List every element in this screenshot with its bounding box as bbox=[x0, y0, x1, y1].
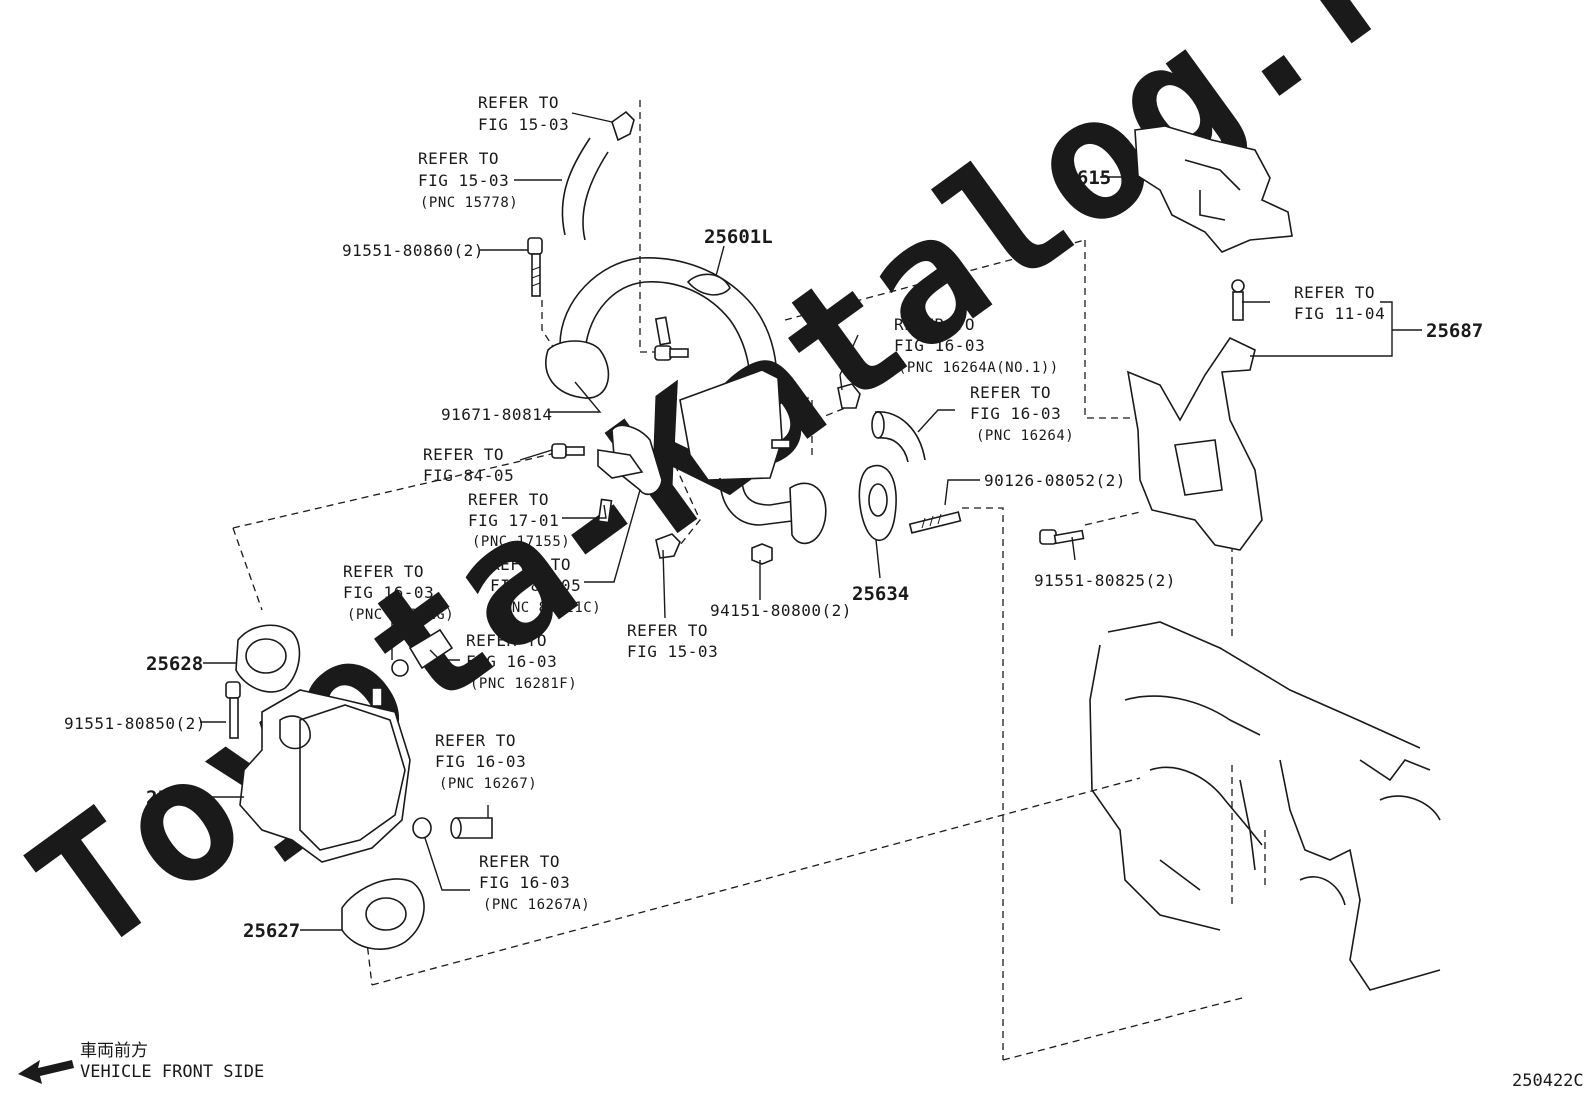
nut-94151-80800 bbox=[751, 543, 773, 565]
ref-fig-15-03-clip: REFER TO FIG 15-03 bbox=[478, 93, 569, 134]
svg-text:REFER TO: REFER TO bbox=[894, 315, 975, 334]
svg-text:FIG 16-03: FIG 16-03 bbox=[435, 752, 526, 771]
svg-text:(PNC 16267A): (PNC 16267A) bbox=[483, 897, 590, 913]
egr-sensor bbox=[597, 424, 663, 524]
bracket-25687 bbox=[1126, 336, 1263, 551]
ref-fig-16-03-16281G: REFER TO FIG 16-03 (PNC 16281G) bbox=[343, 562, 454, 623]
hose-clip-top bbox=[611, 110, 635, 142]
part-label-94151-80800: 94151-80800(2) bbox=[710, 601, 852, 620]
ref-fig-15-03-hose: REFER TO FIG 15-03 (PNC 15778) bbox=[418, 149, 518, 211]
direction-label-en: VEHICLE FRONT SIDE bbox=[80, 1062, 264, 1082]
svg-text:(PNC 16264): (PNC 16264) bbox=[976, 428, 1074, 444]
svg-text:FIG 15-03: FIG 15-03 bbox=[418, 171, 509, 190]
gasket-25628 bbox=[235, 624, 301, 693]
part-label-25628: 25628 bbox=[146, 653, 203, 675]
part-label-12615: 12615 bbox=[1054, 167, 1111, 189]
svg-text:FIG 16-03: FIG 16-03 bbox=[479, 873, 570, 892]
svg-text:REFER TO: REFER TO bbox=[970, 383, 1051, 402]
part-label-91671-80814: 91671-80814 bbox=[441, 405, 552, 424]
bolt-fig-84-05 bbox=[551, 443, 585, 459]
part-label-25627: 25627 bbox=[243, 920, 300, 942]
svg-text:REFER TO: REFER TO bbox=[479, 852, 560, 871]
ref-fig-11-04: REFER TO FIG 11-04 bbox=[1294, 283, 1385, 323]
egr-pipe-25601L bbox=[545, 257, 827, 545]
part-label-91551-80825: 91551-80825(2) bbox=[1034, 571, 1176, 590]
bolt-91551-80850 bbox=[225, 681, 241, 739]
hose-clip-16281G bbox=[391, 659, 409, 677]
svg-text:(PNC 89421C): (PNC 89421C) bbox=[494, 600, 601, 616]
part-label-25601L: 25601L bbox=[704, 226, 773, 248]
watermark: Toyota-Katalog.ru bbox=[0, 0, 1522, 993]
svg-text:(PNC 16281F): (PNC 16281F) bbox=[470, 676, 577, 692]
part-label-25687: 25687 bbox=[1426, 320, 1483, 342]
ref-fig-84-05-bolt: REFER TO FIG 84-05 bbox=[423, 445, 514, 485]
arrow-left-icon bbox=[18, 1060, 74, 1084]
svg-text:FIG 16-03: FIG 16-03 bbox=[343, 583, 434, 602]
svg-text:REFER TO: REFER TO bbox=[466, 631, 547, 650]
hose-16267 bbox=[450, 817, 493, 839]
ref-fig-16-03-16264: REFER TO FIG 16-03 (PNC 16264) bbox=[970, 383, 1074, 444]
ref-fig-16-03-16267: REFER TO FIG 16-03 (PNC 16267) bbox=[435, 731, 537, 792]
hose-clip-16267A bbox=[412, 817, 432, 839]
part-label-91551-80860: 91551-80860(2) bbox=[342, 241, 484, 260]
bolt-fig-11-04 bbox=[1231, 279, 1245, 321]
direction-label-jp: 車両前方 bbox=[80, 1041, 148, 1061]
svg-text:FIG 17-01: FIG 17-01 bbox=[468, 511, 559, 530]
gasket-25634 bbox=[858, 464, 897, 542]
part-label-91551-80850: 91551-80850(2) bbox=[64, 714, 206, 733]
ref-fig-17-01: REFER TO FIG 17-01 (PNC 17155) bbox=[468, 490, 570, 550]
ref-fig-16-03-16264A: REFER TO FIG 16-03 (PNC 16264A(NO.1)) bbox=[894, 315, 1059, 376]
svg-text:(PNC 16281G): (PNC 16281G) bbox=[347, 607, 454, 623]
svg-text:(PNC 15778): (PNC 15778) bbox=[420, 195, 518, 211]
ref-fig-16-03-16281F: REFER TO FIG 16-03 (PNC 16281F) bbox=[466, 631, 577, 692]
svg-text:REFER TO: REFER TO bbox=[490, 555, 571, 574]
svg-text:REFER TO: REFER TO bbox=[627, 621, 708, 640]
svg-text:FIG 15-03: FIG 15-03 bbox=[627, 642, 718, 661]
svg-text:(PNC 17155): (PNC 17155) bbox=[472, 534, 570, 550]
svg-text:REFER TO: REFER TO bbox=[435, 731, 516, 750]
water-hose-15778 bbox=[561, 137, 609, 241]
bracket-12615 bbox=[1134, 125, 1293, 253]
part-label-25800: 25800 bbox=[146, 787, 203, 809]
hose-clip-16264A bbox=[837, 383, 861, 409]
part-label-90126-08052: 90126-08052(2) bbox=[984, 471, 1126, 490]
svg-text:(PNC 16267): (PNC 16267) bbox=[439, 776, 537, 792]
stud-90126-08052 bbox=[908, 511, 962, 534]
svg-text:REFER TO: REFER TO bbox=[1294, 283, 1375, 302]
svg-text:FIG 15-03: FIG 15-03 bbox=[478, 115, 569, 134]
svg-text:FIG 11-04: FIG 11-04 bbox=[1294, 304, 1385, 323]
vehicle-front-indicator: 車両前方 VEHICLE FRONT SIDE bbox=[18, 1041, 264, 1084]
part-label-25634: 25634 bbox=[852, 583, 909, 605]
engine-block bbox=[1089, 621, 1441, 991]
svg-text:FIG 84-05: FIG 84-05 bbox=[490, 576, 581, 595]
hose-16264 bbox=[871, 411, 926, 463]
hose-clip-lower bbox=[655, 533, 681, 559]
bolt-91551-80860 bbox=[527, 237, 543, 297]
hose-16281F bbox=[408, 628, 454, 670]
ref-fig-16-03-16267A: REFER TO FIG 16-03 (PNC 16267A) bbox=[479, 852, 590, 913]
svg-text:FIG 16-03: FIG 16-03 bbox=[466, 652, 557, 671]
svg-text:REFER TO: REFER TO bbox=[468, 490, 549, 509]
ref-fig-15-03-lower: REFER TO FIG 15-03 bbox=[627, 621, 718, 661]
leader-lines bbox=[200, 112, 1422, 931]
svg-text:(PNC 16264A(NO.1)): (PNC 16264A(NO.1)) bbox=[898, 360, 1059, 376]
egr-valve-25800 bbox=[239, 687, 411, 863]
svg-text:FIG 16-03: FIG 16-03 bbox=[970, 404, 1061, 423]
svg-text:REFER TO: REFER TO bbox=[343, 562, 424, 581]
figure-code: 250422C bbox=[1512, 1071, 1584, 1091]
svg-text:FIG 16-03: FIG 16-03 bbox=[894, 336, 985, 355]
svg-text:REFER TO: REFER TO bbox=[478, 93, 559, 112]
ref-fig-84-05-sensor: REFER TO FIG 84-05 (PNC 89421C) bbox=[490, 555, 601, 616]
bolt-91671-80814 bbox=[654, 345, 689, 361]
svg-text:FIG 84-05: FIG 84-05 bbox=[423, 466, 514, 485]
svg-text:REFER TO: REFER TO bbox=[418, 149, 499, 168]
svg-text:REFER TO: REFER TO bbox=[423, 445, 504, 464]
gasket-25627 bbox=[341, 878, 425, 950]
bolt-91551-80825 bbox=[1039, 529, 1085, 545]
dashed-guide-lines bbox=[232, 100, 1266, 1061]
